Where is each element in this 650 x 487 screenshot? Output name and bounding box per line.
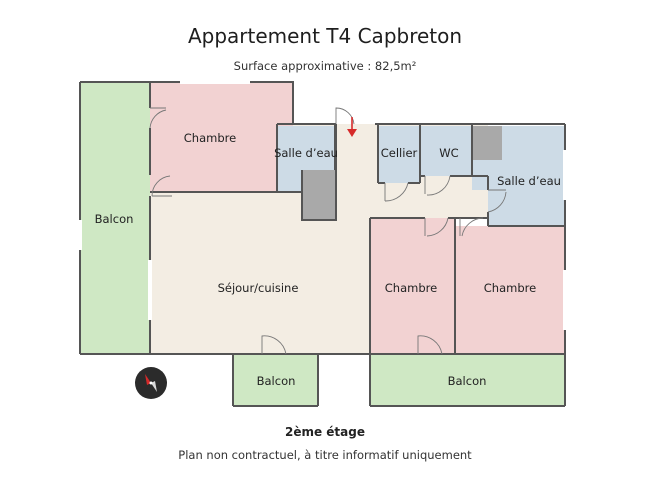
wc-room [420, 126, 473, 176]
walls [79, 81, 566, 407]
wc-label: WC [439, 146, 458, 160]
bedroom-right [455, 226, 565, 354]
bathroom-2-label: Salle d’eau [497, 174, 561, 188]
balcony-left-label: Balcon [95, 212, 134, 226]
windows [78, 80, 567, 330]
plan-title: Appartement T4 Capbreton [187, 24, 463, 48]
bedroom-mid-label: Chambre [385, 281, 437, 295]
bedroom-right-label: Chambre [484, 281, 536, 295]
entry-arrow-icon [347, 117, 357, 137]
cellar-label: Cellier [381, 146, 418, 160]
cellar-room [378, 126, 420, 183]
bedroom-top [150, 82, 293, 192]
balcony-bottom-large [370, 354, 565, 406]
storage-block-2 [472, 126, 502, 160]
surface-area: Surface approximative : 82,5m² [233, 59, 417, 73]
balcony-bottom-small-label: Balcon [257, 374, 296, 388]
door-swings [149, 107, 507, 355]
storage-block-1 [302, 170, 336, 220]
disclaimer-text: Plan non contractuel, à titre informatif… [178, 448, 472, 462]
balcony-left [80, 82, 150, 354]
living-area-label: Séjour/cuisine [218, 281, 299, 295]
balcony-bottom-large-label: Balcon [448, 374, 487, 388]
balcony-bottom-small [233, 354, 318, 406]
bathroom-1-label: Salle d’eau [274, 146, 338, 160]
bedroom-top-label: Chambre [184, 131, 236, 145]
floor-level: 2ème étage [284, 425, 365, 439]
compass-icon [135, 367, 167, 399]
bedroom-mid [370, 218, 455, 354]
